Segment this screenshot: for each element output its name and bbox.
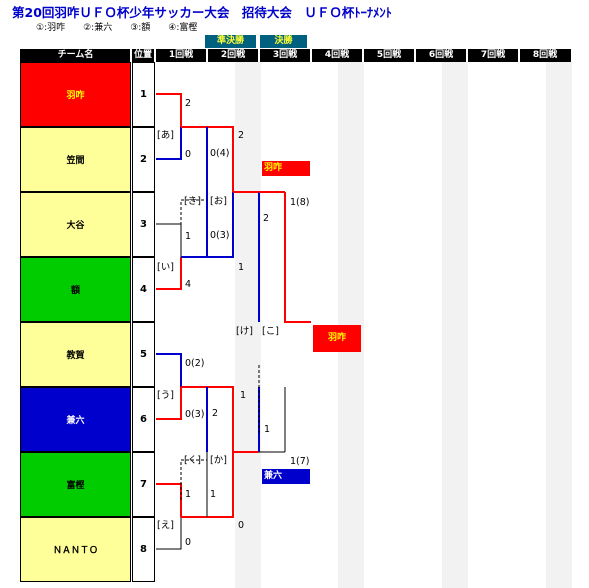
header-team: チーム名 [20,49,131,62]
bracket-line [207,192,234,258]
team-position-cell: 1 [132,62,155,127]
team-position-cell: 6 [132,387,155,452]
score-label: 1 [240,390,247,401]
bracket-line [207,386,234,452]
match-code-label: [い] [157,262,174,273]
score-label: 2 [185,98,192,109]
header-divider [154,49,156,62]
header-round-8: 8回戦 [519,49,571,62]
team-name-cell: 教賀 [20,322,131,387]
bracket-line [156,127,182,160]
round6-column-shade [442,62,468,588]
match-code-label: [う] [157,390,174,401]
score-label: 0(3) [210,230,230,241]
team-position-cell: 4 [132,257,155,322]
header-divider [310,49,312,62]
team-name-cell: 羽咋 [20,62,131,127]
team-name-cell: 額 [20,257,131,322]
score-label: 0 [185,149,192,160]
round8-column-shade [546,62,572,588]
match-code-label: [あ] [157,130,174,141]
bracket-line [180,199,207,240]
header-round-5: 5回戦 [363,49,415,62]
header-position: 位置 [131,49,155,62]
seed-legend: ①:羽咋 ②:兼六 ③:額 ④:富樫 [36,23,198,33]
match-code-label: [こ] [262,326,279,337]
match-code-label: [か] [210,455,227,466]
bracket-line [207,126,234,192]
header-round-3: 3回戦 [259,49,311,62]
score-label: 2 [263,213,270,224]
score-label: 1 [264,424,271,435]
match-code-label: [き] [184,196,201,207]
match-code-label: [え] [157,520,174,531]
header-divider [414,49,416,62]
bracket-line [207,452,234,518]
score-label: 0(2) [185,358,205,369]
bracket-line [156,353,182,387]
team-name-cell: 兼六 [20,387,131,452]
score-label: 0 [238,520,245,531]
bracket-line [156,223,182,257]
score-label: 2 [212,408,219,419]
final-tag: 決勝 [260,35,307,48]
bracket-line [156,387,182,420]
match-code-label: [く] [184,455,201,466]
bracket-line [156,517,182,550]
team-name-cell: 大谷 [20,192,131,257]
match-code-label: [お] [210,196,227,207]
score-label: 0 [185,537,192,548]
semifinal-winner-badge: 兼六 [262,469,310,484]
semifinal-tag: 準決勝 [205,35,256,48]
header-divider [362,49,364,62]
header-divider [206,49,208,62]
bracket-line [156,93,182,127]
header-divider [130,49,132,62]
match-code-label: [け] [236,326,253,337]
bracket-line [156,257,182,290]
score-label: 4 [185,279,192,290]
score-label: 1(8) [290,197,310,208]
bracket-line [156,483,182,517]
team-position-cell: 7 [132,452,155,517]
team-position-cell: 8 [132,517,155,582]
header-divider [466,49,468,62]
team-position-cell: 2 [132,127,155,192]
page-title: 第20回羽咋ＵＦＯ杯少年サッカー大会 招待大会 ＵＦＯ杯ﾄｰﾅﾒﾝﾄ [12,5,392,20]
team-name-cell: ＮＡＮＴＯ [20,517,131,582]
header-round-6: 6回戦 [415,49,467,62]
score-label: 1 [238,262,245,273]
score-label: 1 [185,489,192,500]
score-label: 1(7) [290,456,310,467]
bracket-line [284,192,311,323]
header-round-7: 7回戦 [467,49,519,62]
score-label: 0(4) [210,148,230,159]
header-divider [258,49,260,62]
bracket-line [180,459,207,500]
team-position-cell: 5 [132,322,155,387]
score-label: 1 [210,489,217,500]
semifinal-winner-badge: 羽咋 [262,161,310,176]
header-round-2: 2回戦 [207,49,259,62]
champion-badge: 羽咋 [313,325,361,352]
header-divider [518,49,520,62]
round2-column-shade [235,62,261,588]
team-position-cell: 3 [132,192,155,257]
team-name-cell: 笠間 [20,127,131,192]
team-name-cell: 富樫 [20,452,131,517]
score-label: 0(3) [185,409,205,420]
header-round-4: 4回戦 [311,49,363,62]
score-label: 2 [238,130,245,141]
score-label: 1 [185,231,192,242]
header-round-1: 1回戦 [155,49,207,62]
